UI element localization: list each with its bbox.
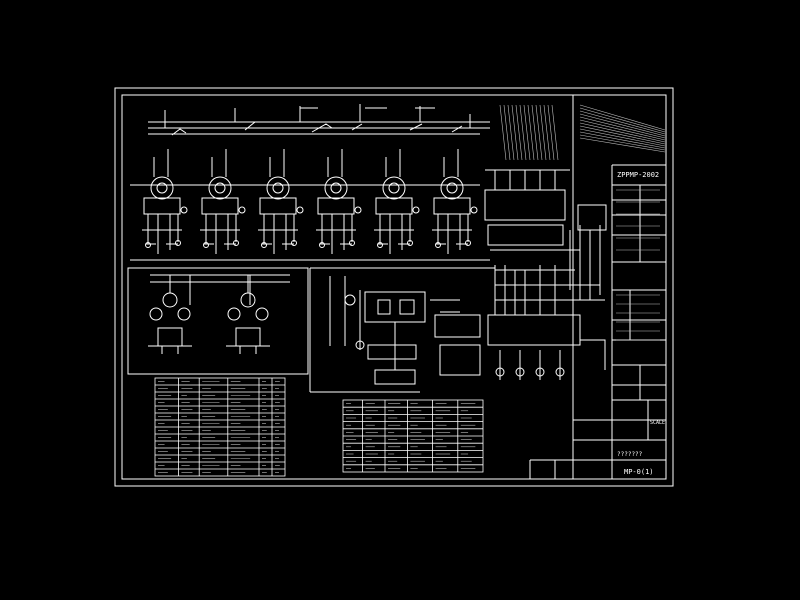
valve	[435, 242, 441, 248]
boiler-body	[143, 197, 181, 215]
boiler-drum	[324, 176, 348, 200]
boiler-body	[433, 197, 471, 215]
pump-group	[148, 275, 192, 354]
pump	[149, 307, 163, 321]
valve	[377, 242, 383, 248]
symbol-legend-table	[342, 399, 484, 473]
equipment-list-table	[154, 377, 286, 477]
pump-groups	[148, 275, 270, 354]
pump-skid	[157, 327, 183, 347]
valve	[407, 240, 413, 246]
valve	[296, 206, 304, 214]
pump	[227, 307, 241, 321]
outer-border	[114, 87, 674, 487]
scale-label: SCALE	[650, 420, 665, 426]
boiler-unit	[432, 149, 478, 254]
boiler-drum	[440, 176, 464, 200]
valve	[470, 206, 478, 214]
boiler-body	[375, 197, 413, 215]
boiler-drum	[208, 176, 232, 200]
drawing-number: MP-0(1)	[624, 468, 654, 476]
valve	[145, 242, 151, 248]
valve	[319, 242, 325, 248]
boiler-drum	[266, 176, 290, 200]
boiler-body	[201, 197, 239, 215]
lower-piping	[127, 267, 495, 393]
boiler-unit	[258, 149, 304, 254]
inner-border	[121, 94, 667, 480]
pump	[177, 307, 191, 321]
title-block	[529, 95, 666, 479]
boiler-drum	[382, 176, 406, 200]
pump-group	[226, 275, 270, 354]
boiler-unit	[374, 149, 420, 254]
pump	[255, 307, 269, 321]
valve	[291, 240, 297, 246]
pump-skid	[235, 327, 261, 347]
standard-code: ZPPMP-2002	[617, 171, 659, 179]
valve	[238, 206, 246, 214]
valve	[175, 240, 181, 246]
top-right-cluster	[484, 169, 607, 300]
hatched-cable-bundle	[499, 104, 666, 161]
valve	[203, 242, 209, 248]
central-equipment	[344, 291, 460, 385]
valve	[349, 240, 355, 246]
title-block-notes	[616, 189, 660, 341]
valve	[465, 240, 471, 246]
boiler-unit	[316, 149, 362, 254]
valve	[261, 242, 267, 248]
boiler-unit	[200, 149, 246, 254]
right-equipment	[434, 265, 606, 380]
boiler-body	[259, 197, 297, 215]
valve	[180, 206, 188, 214]
pump	[240, 292, 256, 308]
valve	[412, 206, 420, 214]
valve	[233, 240, 239, 246]
pump	[162, 292, 178, 308]
boiler-body	[317, 197, 355, 215]
valve	[354, 206, 362, 214]
boiler-drum	[150, 176, 174, 200]
boiler-unit	[142, 149, 188, 254]
stamp-text: ???????	[617, 451, 643, 458]
boiler-units	[142, 149, 478, 254]
main-steam-header	[130, 104, 490, 261]
